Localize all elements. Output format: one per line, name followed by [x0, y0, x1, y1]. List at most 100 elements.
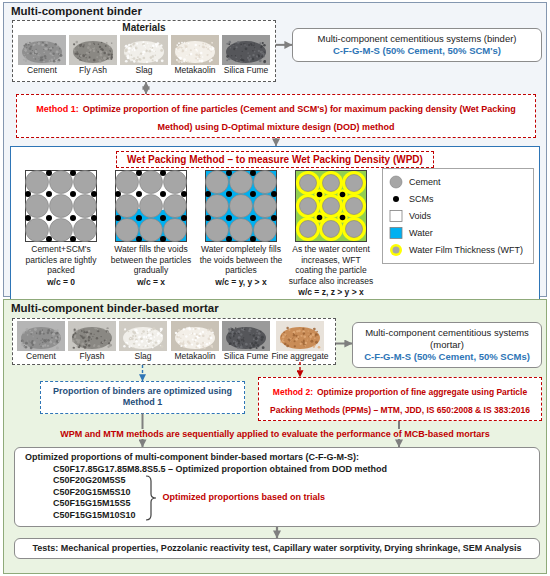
grain: [301, 335, 303, 337]
grain: [131, 337, 134, 340]
grain: [195, 44, 197, 46]
grain: [313, 346, 315, 348]
grain-texture: [23, 41, 63, 63]
material-item: Fly Ash: [69, 35, 117, 76]
connector-arrow: [276, 527, 278, 538]
grain: [196, 334, 198, 336]
grain: [143, 346, 144, 347]
grain: [146, 50, 148, 52]
grain: [77, 341, 80, 344]
grain: [187, 61, 188, 62]
grain: [245, 47, 248, 50]
powder-heap: [21, 327, 61, 349]
grain: [148, 329, 151, 332]
grain: [94, 327, 97, 330]
grain: [76, 52, 79, 55]
grain: [132, 335, 134, 337]
grain: [254, 341, 257, 344]
grain: [72, 340, 75, 343]
grain: [160, 328, 162, 330]
grain: [80, 54, 81, 55]
material-item: Flyash: [68, 321, 116, 362]
grain: [316, 331, 318, 333]
grain: [253, 45, 255, 47]
powder-heap: [124, 41, 164, 63]
grain: [150, 57, 152, 59]
grain: [146, 340, 148, 342]
grain: [242, 328, 245, 331]
grain: [176, 53, 178, 55]
grain: [175, 332, 177, 334]
grain: [147, 43, 149, 45]
material-label: Metakaolin: [171, 65, 219, 76]
grain: [125, 343, 127, 345]
grain: [148, 50, 151, 53]
grain-texture: [175, 327, 214, 349]
grain: [141, 340, 144, 343]
grain: [191, 332, 193, 334]
powder-heap: [175, 327, 215, 349]
grain: [38, 343, 40, 345]
grain: [252, 344, 255, 347]
material-label: Slag: [120, 65, 168, 76]
grain: [205, 44, 207, 46]
grain: [235, 342, 238, 345]
grain: [155, 57, 157, 59]
grain: [59, 54, 62, 57]
grain: [263, 60, 266, 63]
grain: [45, 41, 47, 43]
grain: [57, 61, 59, 63]
scm-particle: [181, 191, 187, 197]
packing-illustration: [205, 170, 277, 242]
grain: [145, 345, 147, 347]
grain: [300, 343, 302, 345]
grain: [135, 59, 138, 62]
box-text: C50F17.85G17.85M8.8S5.5 – Optimized prop…: [53, 464, 387, 476]
grain-texture: [123, 327, 163, 349]
grain: [78, 47, 79, 48]
grain: [192, 328, 194, 330]
grain: [229, 342, 231, 344]
grain-texture: [21, 328, 61, 349]
grain: [295, 335, 297, 337]
box-text: C50F20G20M5S5: [53, 475, 126, 487]
scm-particle: [70, 215, 76, 221]
grain: [147, 332, 149, 334]
grain: [128, 47, 131, 50]
cement-particle: [50, 171, 73, 194]
grain: [49, 341, 52, 344]
grain: [240, 55, 241, 56]
grain: [106, 330, 109, 333]
legend-sample: [390, 228, 402, 239]
grain: [228, 328, 230, 330]
materials-group: MaterialsCementFly AshSlagMetakaolinSili…: [12, 20, 276, 82]
illustration-caption: Water fills the voids between the partic…: [108, 244, 194, 276]
grain: [286, 345, 289, 348]
grain: [73, 43, 75, 45]
grain: [263, 44, 266, 47]
grain: [303, 332, 305, 334]
grain: [139, 58, 140, 59]
scm-particle: [250, 215, 256, 221]
grain: [183, 61, 185, 63]
grain: [244, 329, 246, 331]
scm-particle: [115, 191, 121, 197]
grain: [284, 343, 286, 345]
grain: [191, 344, 193, 346]
grain: [149, 47, 151, 49]
grain: [110, 58, 112, 60]
illustration-caption: w/c = y, y > x: [198, 277, 284, 288]
packing-illustration: [115, 170, 187, 242]
grain: [76, 41, 79, 44]
cement-particle: [254, 195, 277, 218]
grain: [41, 44, 44, 47]
grain: [182, 50, 184, 52]
powder-heap: [22, 41, 62, 63]
grain: [183, 340, 184, 341]
grain: [185, 335, 188, 338]
scm-particle: [317, 192, 323, 198]
grain: [181, 47, 183, 49]
illustration-caption: w/c = x: [108, 277, 194, 288]
scm-particle: [205, 215, 211, 221]
photo-ground: [68, 321, 116, 351]
